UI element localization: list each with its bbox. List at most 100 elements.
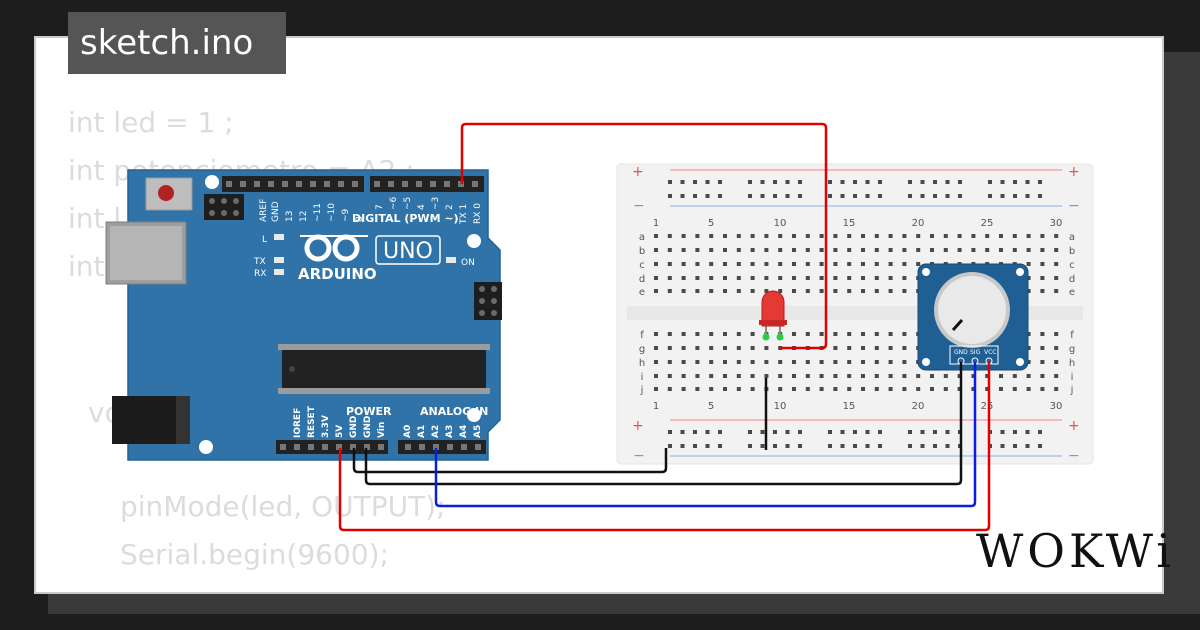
row-letter: g — [639, 344, 645, 355]
arduino-logo: ARDUINO — [298, 234, 377, 283]
row-letter: f — [1070, 330, 1074, 341]
digital-pin-labels: AREF GND 13 12 ~11 ~10 ~9 8 7 ~6 ~5 4 ~3… — [259, 196, 483, 225]
code-line: Serial.begin(9600); — [120, 538, 389, 571]
pin-label: 13 — [285, 211, 295, 222]
arduino-uno-board[interactable]: AREF GND 13 12 ~11 ~10 ~9 8 7 ~6 ~5 4 ~3… — [105, 169, 502, 461]
analog-header — [398, 440, 486, 454]
wire-red-pot-vcc[interactable] — [338, 362, 991, 532]
digital-section-label: DIGITAL (PWM ~) — [352, 212, 459, 225]
pin-label: ~6 — [389, 196, 399, 210]
power-section-label: POWER — [346, 405, 392, 418]
row-letter: d — [639, 274, 645, 285]
potentiometer[interactable]: GND SIG VCC — [917, 263, 1029, 371]
pin-label: ~9 — [341, 208, 351, 222]
row-letter: f — [640, 330, 644, 341]
code-line: int l — [68, 202, 122, 235]
pot-pin-label: VCC — [984, 349, 996, 356]
rail-plus-label: + — [1068, 418, 1080, 434]
pin-label: A2 — [431, 425, 441, 438]
digital-header — [222, 176, 484, 192]
row-letter: j — [640, 385, 644, 396]
pin-label: ~11 — [313, 203, 323, 222]
pin-label: 8 — [355, 216, 365, 222]
potentiometer-knob[interactable] — [938, 276, 1006, 344]
column-number: 30 — [1050, 218, 1063, 229]
wire-black-pot-gnd[interactable] — [364, 362, 963, 486]
led-label-tx: TX — [253, 257, 266, 267]
column-number: 15 — [843, 218, 856, 229]
pin-label: 12 — [299, 211, 309, 222]
rail-plus-label: + — [632, 418, 644, 434]
onboard-leds: L TX RX ON — [253, 234, 475, 279]
column-number: 1 — [653, 401, 659, 412]
rail-minus-label: − — [633, 448, 645, 464]
wokwi-logo: WOKWi — [976, 524, 1175, 578]
wire-black-ground-rail[interactable] — [352, 448, 668, 474]
pin-label: ~5 — [403, 197, 413, 210]
pin-label: 7 — [375, 204, 385, 210]
red-led[interactable] — [759, 290, 787, 341]
power-header — [276, 440, 388, 454]
model-text: UNO — [383, 239, 433, 264]
icsp-header — [204, 194, 244, 220]
column-number: 1 — [653, 218, 659, 229]
led-label-on: ON — [461, 258, 475, 268]
pin-label: Vin — [377, 422, 387, 438]
pin-label: A1 — [417, 425, 427, 438]
wire-red-led[interactable] — [460, 122, 828, 350]
column-number: 10 — [774, 218, 787, 229]
reset-button[interactable] — [145, 177, 193, 211]
pin-label: GND — [349, 416, 359, 438]
pin-label: TX 1 — [459, 204, 469, 225]
row-letter: a — [1069, 232, 1075, 243]
row-letter: d — [1069, 274, 1075, 285]
analog-section-label: ANALOG IN — [420, 405, 488, 418]
row-letter: e — [639, 287, 645, 298]
code-line: int — [68, 250, 105, 283]
model-badge: UNO — [375, 235, 441, 265]
row-letter: e — [1069, 287, 1075, 298]
rail-plus-label: + — [1068, 164, 1080, 180]
power-pin-labels: IOREF RESET 3.3V 5V GND GND Vin A0 A1 A2… — [293, 405, 483, 438]
row-letter: a — [639, 232, 645, 243]
rail-minus-label: − — [633, 198, 645, 214]
wire-blue-pot-sig[interactable] — [434, 362, 977, 508]
row-letter: g — [1069, 344, 1075, 355]
pin-label: GND — [363, 416, 373, 438]
code-line: pinMode(led, OUTPUT); — [120, 490, 446, 523]
column-number: 5 — [708, 401, 714, 412]
pin-label: IOREF — [293, 408, 303, 438]
column-number: 25 — [981, 401, 994, 412]
column-number: 20 — [912, 401, 925, 412]
file-tab-label: sketch.ino — [80, 23, 254, 63]
rail-plus-label: + — [632, 164, 644, 180]
column-number: 10 — [774, 401, 787, 412]
pin-label: GND — [271, 201, 281, 222]
column-number: 20 — [912, 218, 925, 229]
code-line: int led = 1 ; — [68, 106, 234, 139]
column-number: 30 — [1050, 401, 1063, 412]
column-number: 25 — [981, 218, 994, 229]
pin-label: RX 0 — [473, 203, 483, 224]
pin-label: AREF — [259, 199, 269, 222]
microcontroller-chip — [278, 344, 490, 394]
led-label-l: L — [262, 235, 267, 245]
pin-label: 5V — [335, 425, 345, 438]
column-number: 5 — [708, 218, 714, 229]
pin-label: A0 — [403, 425, 413, 438]
power-jack — [112, 396, 190, 444]
rail-minus-label: − — [1068, 448, 1080, 464]
led-label-rx: RX — [254, 269, 266, 279]
row-letter: h — [639, 358, 645, 369]
row-letter: c — [639, 260, 645, 271]
pin-label: 3.3V — [321, 415, 331, 438]
pin-label: A5 — [473, 425, 483, 438]
row-letter: i — [641, 372, 644, 383]
file-tab[interactable]: sketch.ino — [68, 12, 286, 74]
pin-label: 2 — [445, 204, 455, 210]
rail-minus-label: − — [1068, 198, 1080, 214]
pot-pin-label: SIG — [970, 349, 981, 356]
pin-label: RESET — [307, 405, 317, 438]
pin-label: A4 — [459, 425, 469, 438]
row-letter: i — [1071, 372, 1074, 383]
